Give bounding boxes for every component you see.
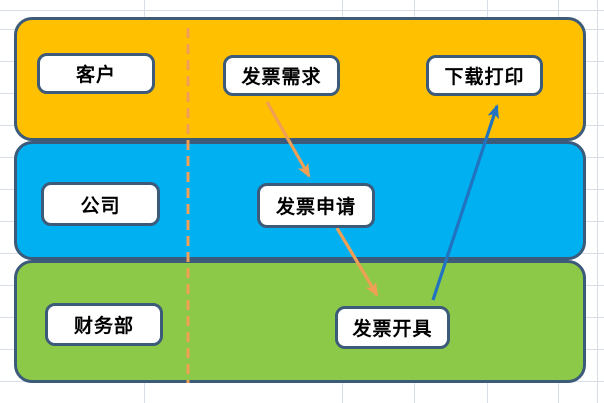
node-invoice-issuance: 发票开具 (335, 306, 450, 349)
node-download-print: 下载打印 (426, 55, 543, 96)
node-invoice-request: 发票需求 (223, 55, 340, 96)
grid-line-vertical (597, 0, 598, 403)
lane-label-customer: 客户 (37, 53, 155, 94)
lane-label-company: 公司 (41, 182, 160, 226)
node-invoice-application: 发票申请 (257, 183, 375, 228)
lane-label-finance: 财务部 (45, 303, 163, 346)
